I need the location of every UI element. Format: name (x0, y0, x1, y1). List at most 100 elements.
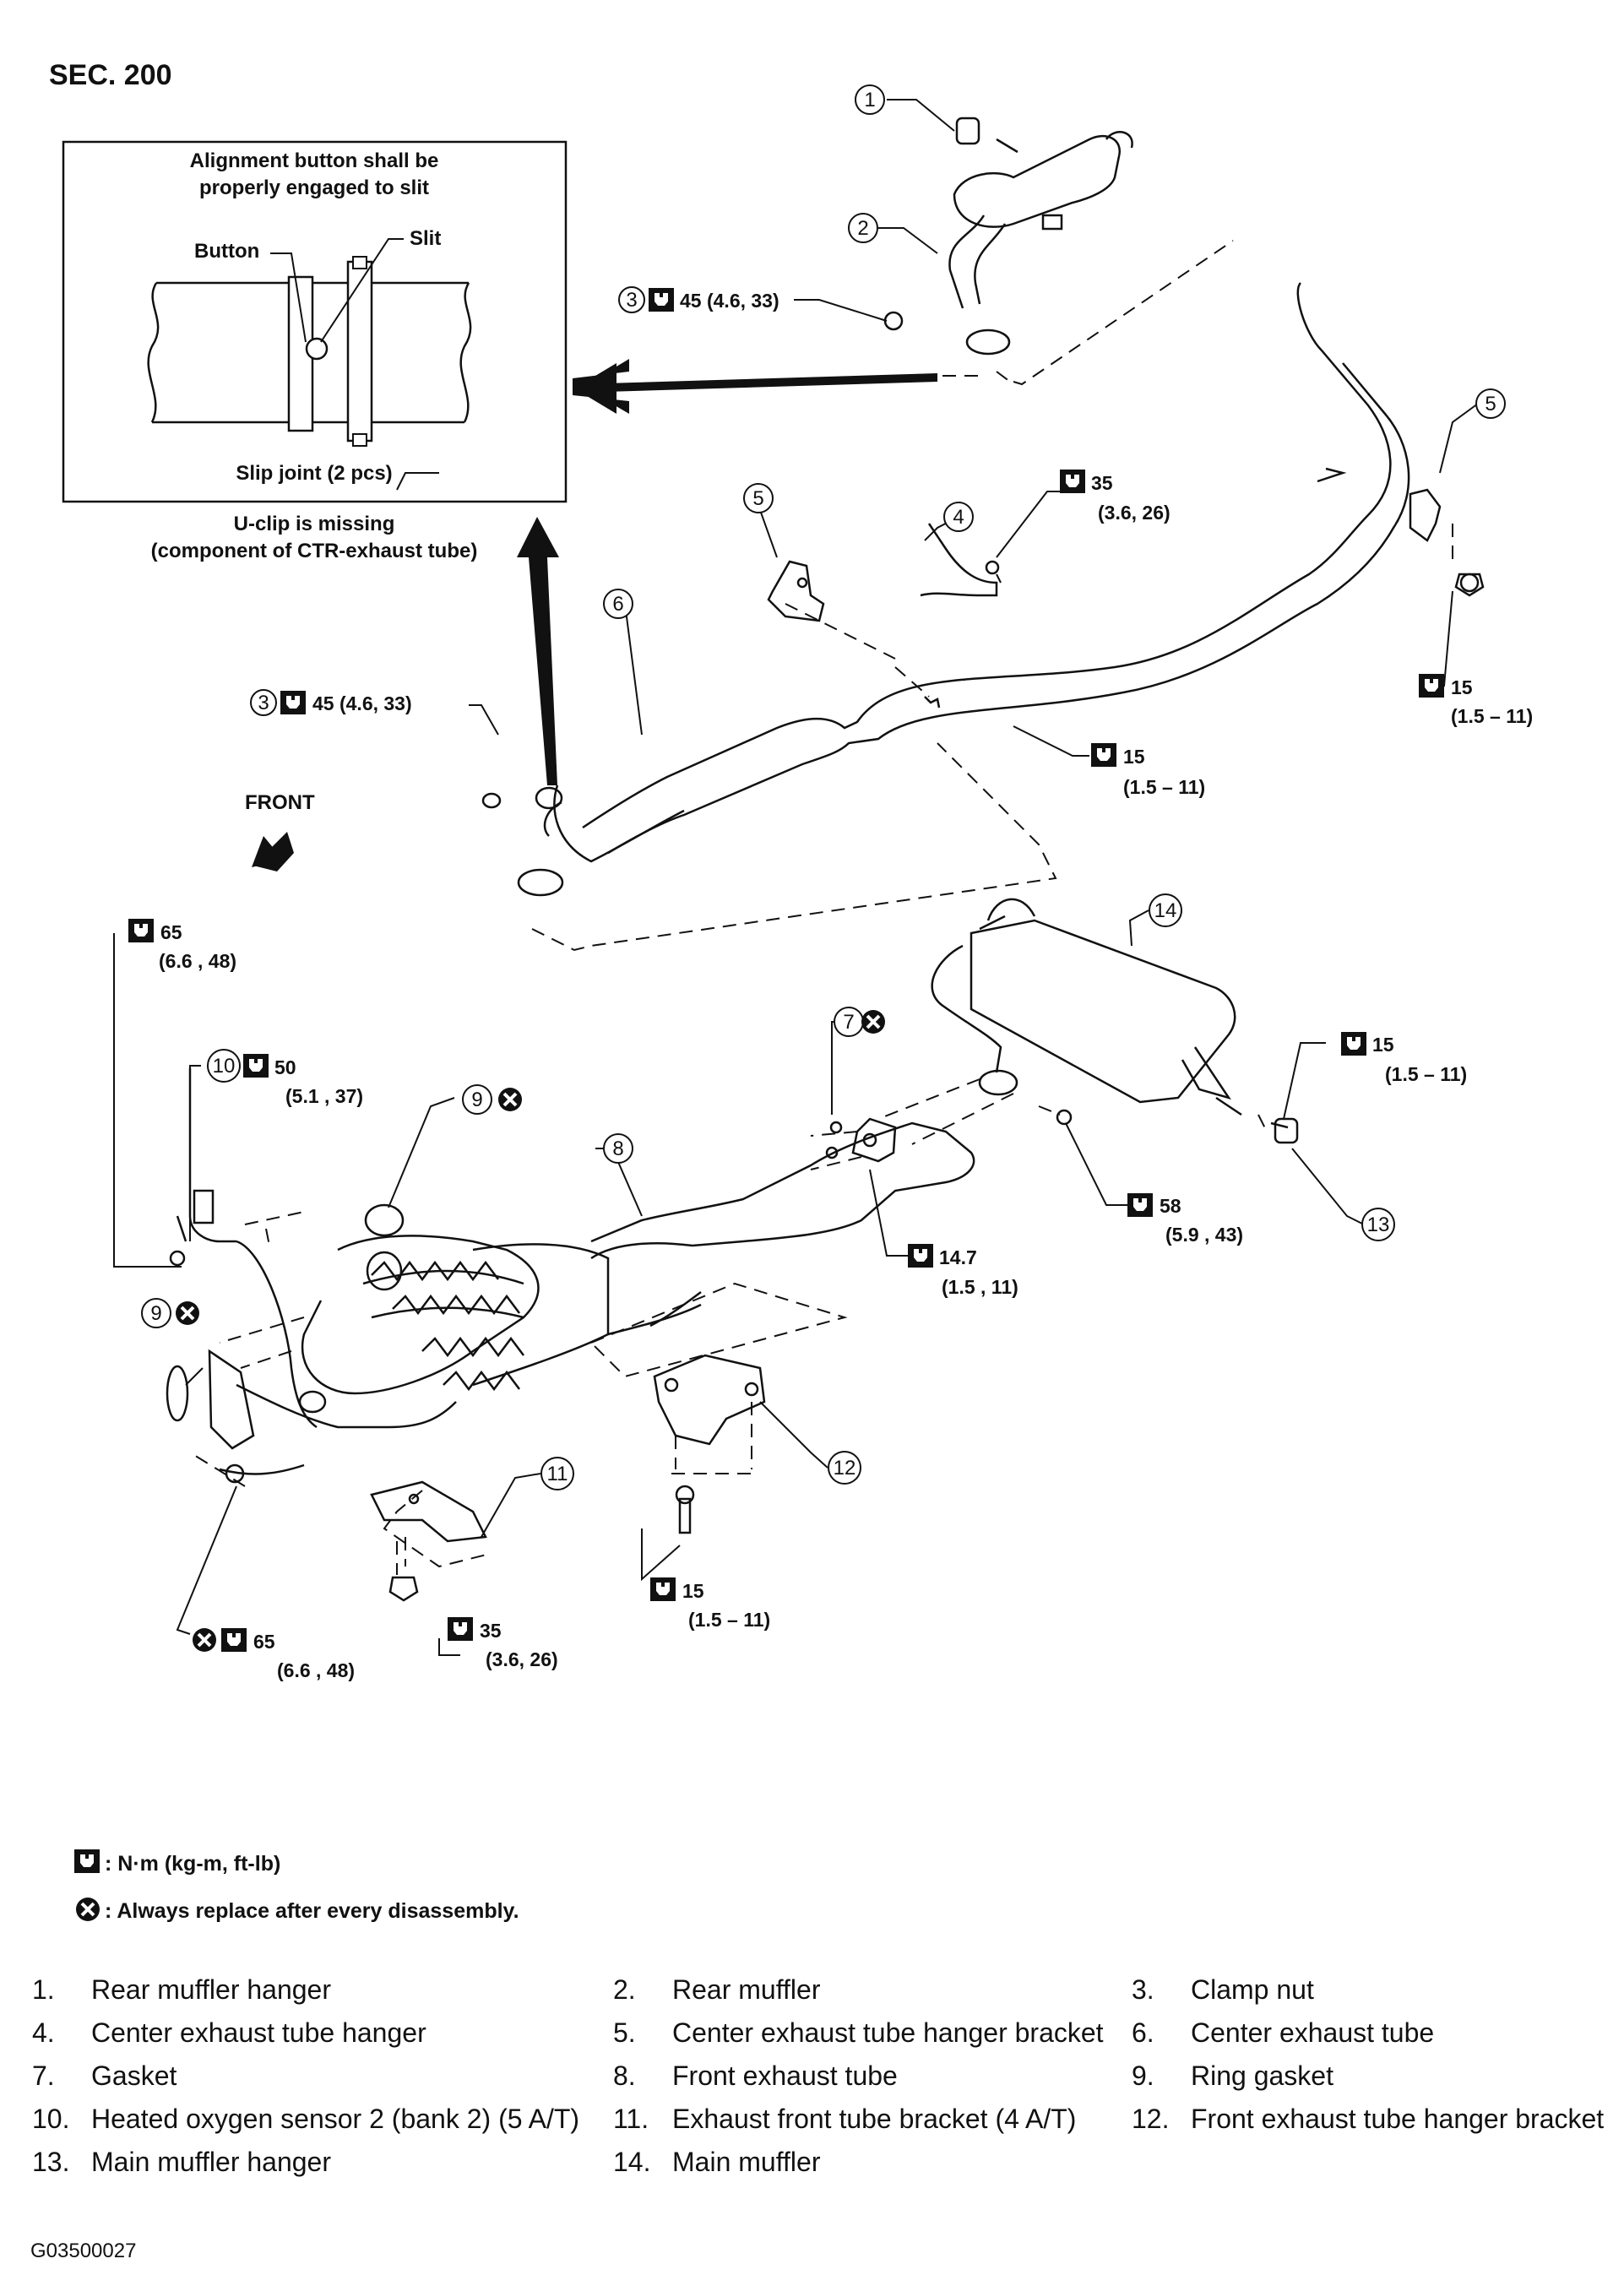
front-exhaust-tube (166, 1121, 975, 1475)
slip-joint-label: Slip joint (2 pcs) (236, 462, 392, 485)
legend-replace-icon (74, 1896, 101, 1923)
torque-58-sub: (5.9 , 43) (1165, 1224, 1243, 1246)
replace-icon-65 (191, 1626, 218, 1653)
arrow-up-icon (517, 517, 559, 785)
uclip-note-2: (component of CTR-exhaust tube) (151, 540, 478, 562)
torque-50-sub: (5.1 , 37) (285, 1085, 363, 1107)
callout-1: 1 (855, 84, 885, 115)
svg-text:7: 7 (843, 1011, 854, 1034)
svg-text:9: 9 (150, 1302, 161, 1325)
callout-14: 14 (1149, 893, 1182, 927)
gasket-plate (851, 1117, 897, 1163)
svg-text:13: 13 (1367, 1214, 1390, 1236)
list-item: 7.Gasket (32, 2061, 177, 2091)
center-exhaust-tube-hanger-bracket-left (767, 560, 825, 622)
callout-7: 7 (834, 1007, 864, 1037)
torque-15-muffler-sub: (1.5 – 11) (1385, 1063, 1467, 1085)
legend-replace-text: : Always replace after every disassembly… (105, 1899, 519, 1923)
front-label: FRONT (245, 791, 315, 814)
ring-gasket-upper (364, 1203, 405, 1237)
svg-text:9: 9 (471, 1089, 482, 1111)
center-exhaust-tube-hanger (920, 523, 998, 597)
exhaust-front-tube-bracket (370, 1480, 487, 1543)
torque-icon (908, 1244, 933, 1268)
callout-12: 12 (828, 1451, 861, 1485)
svg-text:3: 3 (258, 692, 269, 714)
flex-pipe-zigzag (371, 1260, 524, 1392)
torque-15-center: 15 (1123, 746, 1145, 768)
svg-text:4: 4 (953, 506, 964, 529)
rear-muffler-hanger (955, 117, 980, 145)
torque-15-muffler: 15 (1372, 1034, 1394, 1056)
callout-2: 2 (848, 213, 878, 243)
list-item: 11.Exhaust front tube bracket (4 A/T) (613, 2104, 1077, 2134)
callout-6: 6 (603, 589, 633, 619)
list-item: 8.Front exhaust tube (613, 2061, 898, 2091)
list-item: 9.Ring gasket (1132, 2061, 1333, 2091)
list-item: 3.Clamp nut (1132, 1974, 1314, 2005)
section-title: SEC. 200 (49, 59, 172, 91)
torque-icon (650, 1577, 676, 1601)
torque-15-center-sub: (1.5 – 11) (1123, 776, 1205, 798)
list-item: 13.Main muffler hanger (32, 2147, 331, 2177)
torque-65-bottom: 65 (253, 1631, 275, 1653)
torque-65-bottom-sub: (6.6 , 48) (277, 1659, 355, 1681)
callout-3-top: 3 (618, 286, 645, 313)
callout-9-lower: 9 (141, 1298, 171, 1328)
callout-8: 8 (603, 1133, 633, 1164)
svg-text:5: 5 (1485, 393, 1496, 415)
replace-icon-9-lower (174, 1300, 201, 1327)
svg-text:1: 1 (864, 89, 875, 111)
svg-text:3: 3 (626, 289, 637, 312)
torque-45-top: 45 (4.6, 33) (680, 290, 779, 312)
front-exhaust-tube-hanger-bracket (653, 1354, 766, 1446)
torque-45-mid: 45 (4.6, 33) (312, 692, 412, 714)
rear-muffler (948, 131, 1133, 356)
svg-text:8: 8 (612, 1138, 623, 1160)
fastener-icons (169, 311, 1485, 1602)
legend-torque-text: : N·m (kg-m, ft-lb) (105, 1852, 281, 1876)
center-exhaust-tube (517, 282, 1410, 897)
replace-icon-9-upper (497, 1086, 524, 1113)
torque-14-7: 14.7 (939, 1246, 977, 1268)
button-label: Button (194, 240, 259, 263)
list-item: 14.Main muffler (613, 2147, 821, 2177)
torque-14-7-sub: (1.5 , 11) (942, 1276, 1018, 1298)
list-item: 10.Heated oxygen sensor 2 (bank 2) (5 A/… (32, 2104, 580, 2134)
torque-15-bottom-sub: (1.5 – 11) (688, 1609, 770, 1631)
torque-35-top-sub: (3.6, 26) (1098, 502, 1170, 524)
callout-9-upper: 9 (462, 1084, 492, 1115)
legend-torque-icon (74, 1849, 100, 1873)
torque-icon (128, 919, 154, 942)
list-item: 2.Rear muffler (613, 1974, 821, 2005)
svg-text:10: 10 (213, 1055, 236, 1078)
list-item: 5.Center exhaust tube hanger bracket (613, 2017, 1104, 2048)
torque-65-top: 65 (160, 921, 182, 943)
replace-icon-7 (860, 1008, 887, 1035)
torque-icon (1127, 1193, 1153, 1217)
slit-label: Slit (410, 227, 441, 250)
torque-35-bottom: 35 (480, 1620, 502, 1642)
torque-icon (221, 1628, 247, 1652)
svg-text:5: 5 (752, 487, 763, 510)
front-arrow-icon (252, 832, 294, 871)
torque-35-top: 35 (1091, 472, 1113, 494)
svg-text:6: 6 (612, 593, 623, 616)
callout-5-left: 5 (743, 483, 774, 513)
list-item: 6.Center exhaust tube (1132, 2017, 1435, 2048)
callout-3-mid: 3 (250, 689, 277, 716)
callout-10: 10 (207, 1049, 241, 1083)
torque-icon (1341, 1032, 1366, 1056)
arrow-left-icon (573, 359, 937, 414)
torque-icon (1419, 674, 1444, 698)
inset-title-1: Alignment button shall be (190, 149, 439, 172)
torque-50: 50 (274, 1056, 296, 1078)
uclip-note-1: U-clip is missing (234, 513, 395, 535)
torque-icon (448, 1617, 473, 1641)
torque-15-bottom: 15 (682, 1580, 704, 1602)
torque-15-right: 15 (1451, 676, 1473, 698)
center-exhaust-tube-hanger-bracket-right (1409, 488, 1442, 542)
svg-text:11: 11 (547, 1463, 568, 1485)
slip-joint-inset: Alignment button shall be properly engag… (62, 140, 568, 503)
torque-58: 58 (1160, 1195, 1181, 1217)
